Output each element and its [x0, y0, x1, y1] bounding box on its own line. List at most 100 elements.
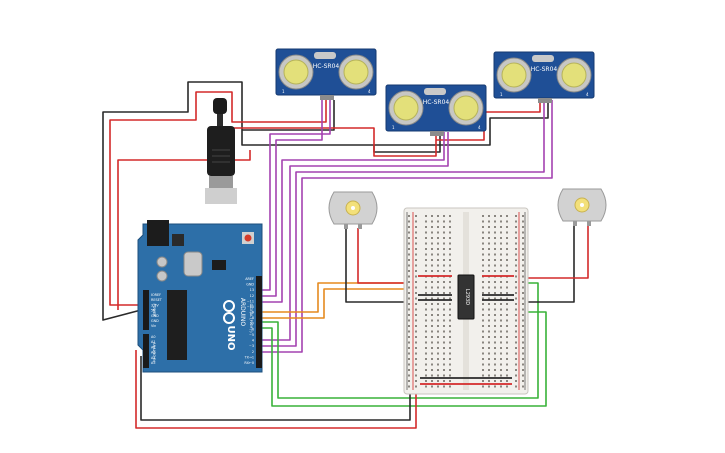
breadboard-hole: [494, 314, 496, 316]
breadboard-hole: [415, 215, 417, 217]
breadboard-hole: [488, 259, 490, 261]
breadboard-hole: [415, 259, 417, 261]
breadboard-hole: [425, 369, 427, 371]
breadboard-hole: [408, 220, 410, 223]
breadboard-hole: [488, 253, 490, 256]
breadboard-hole: [437, 347, 439, 349]
breadboard-hole: [443, 248, 445, 250]
breadboard-hole: [415, 347, 417, 349]
motor-driver-chip: L293D: [457, 274, 475, 320]
breadboard-hole: [437, 380, 439, 382]
breadboard-hole: [431, 231, 433, 234]
breadboard-hole: [425, 374, 427, 377]
breadboard-hole: [494, 297, 496, 300]
digital-header-labels-14: TX→1: [244, 355, 254, 359]
wire-motor-left-red: [357, 228, 410, 284]
breadboard-hole: [500, 264, 502, 267]
breadboard-hole: [443, 347, 445, 349]
breadboard-hole: [522, 314, 524, 316]
breadboard-hole: [431, 374, 433, 377]
breadboard-hole: [425, 330, 427, 333]
breadboard-hole: [449, 347, 451, 349]
breadboard-hole: [415, 253, 417, 256]
breadboard-hole: [437, 297, 439, 300]
breadboard-hole: [522, 215, 524, 217]
breadboard-hole: [506, 237, 508, 239]
breadboard-hole: [506, 264, 508, 267]
breadboard-hole: [515, 248, 517, 250]
breadboard-hole: [500, 347, 502, 349]
breadboard-hole: [437, 281, 439, 283]
section-digital: DIGITAL (PWM~): [249, 303, 253, 333]
breadboard-hole: [431, 347, 433, 349]
breadboard-hole: [522, 292, 524, 294]
breadboard-hole: [449, 319, 451, 322]
breadboard-hole: [415, 297, 417, 300]
breadboard-hole: [425, 385, 427, 388]
breadboard-hole: [515, 319, 517, 322]
breadboard-hole: [482, 259, 484, 261]
breadboard-hole: [515, 330, 517, 333]
breadboard-hole: [500, 248, 502, 250]
breadboard-hole: [431, 358, 433, 360]
breadboard-hole: [425, 347, 427, 349]
digital-header-labels-4: ~11: [247, 299, 254, 303]
breadboard-hole: [494, 358, 496, 360]
breadboard-hole: [506, 248, 508, 250]
breadboard-hole: [500, 220, 502, 223]
breadboard-hole: [425, 259, 427, 261]
breadboard-hole: [522, 303, 524, 305]
breadboard-hole: [515, 215, 517, 217]
breadboard-hole: [488, 330, 490, 333]
power-header-labels-3: 5V: [151, 309, 156, 313]
breadboard-hole: [506, 369, 508, 371]
breadboard-hole: [415, 336, 417, 338]
breadboard-hole: [408, 385, 410, 388]
breadboard-hole: [506, 325, 508, 327]
breadboard-hole: [431, 385, 433, 388]
breadboard-hole: [494, 281, 496, 283]
breadboard-hole: [415, 358, 417, 360]
breadboard-hole: [443, 231, 445, 234]
breadboard-hole: [500, 358, 502, 360]
breadboard-hole: [488, 231, 490, 234]
breadboard-hole: [408, 215, 410, 217]
ultrasonic-sensor-2: HC-SR04 1 4: [385, 84, 487, 136]
breadboard-hole: [506, 314, 508, 316]
breadboard-hole: [431, 253, 433, 256]
breadboard-hole: [522, 275, 524, 278]
breadboard-hole: [522, 270, 524, 272]
wire-purple-echo-2: [262, 132, 449, 341]
breadboard-hole: [425, 336, 427, 338]
breadboard-hole: [515, 275, 517, 278]
breadboard-hole: [415, 231, 417, 234]
breadboard-hole: [488, 297, 490, 300]
breadboard-hole: [425, 341, 427, 344]
breadboard-hole: [488, 308, 490, 311]
breadboard-hole: [482, 358, 484, 360]
breadboard-hole: [482, 352, 484, 355]
breadboard-hole: [437, 237, 439, 239]
breadboard-hole: [500, 286, 502, 289]
arduino-brand: ARDUINO: [239, 298, 246, 327]
breadboard-hole: [443, 308, 445, 311]
breadboard-hole: [500, 330, 502, 333]
breadboard-hole: [494, 220, 496, 223]
breadboard-hole: [500, 231, 502, 234]
breadboard-hole: [437, 215, 439, 217]
breadboard-hole: [482, 231, 484, 234]
breadboard-hole: [482, 303, 484, 305]
breadboard-hole: [522, 248, 524, 250]
breadboard-hole: [522, 259, 524, 261]
breadboard-hole: [437, 336, 439, 338]
breadboard-hole: [443, 363, 445, 366]
breadboard-hole: [431, 259, 433, 261]
breadboard-hole: [522, 385, 524, 388]
breadboard-hole: [506, 374, 508, 377]
breadboard-hole: [488, 281, 490, 283]
breadboard-hole: [522, 253, 524, 256]
breadboard-hole: [443, 226, 445, 228]
breadboard-hole: [449, 341, 451, 344]
breadboard-hole: [449, 363, 451, 366]
breadboard-hole: [482, 336, 484, 338]
